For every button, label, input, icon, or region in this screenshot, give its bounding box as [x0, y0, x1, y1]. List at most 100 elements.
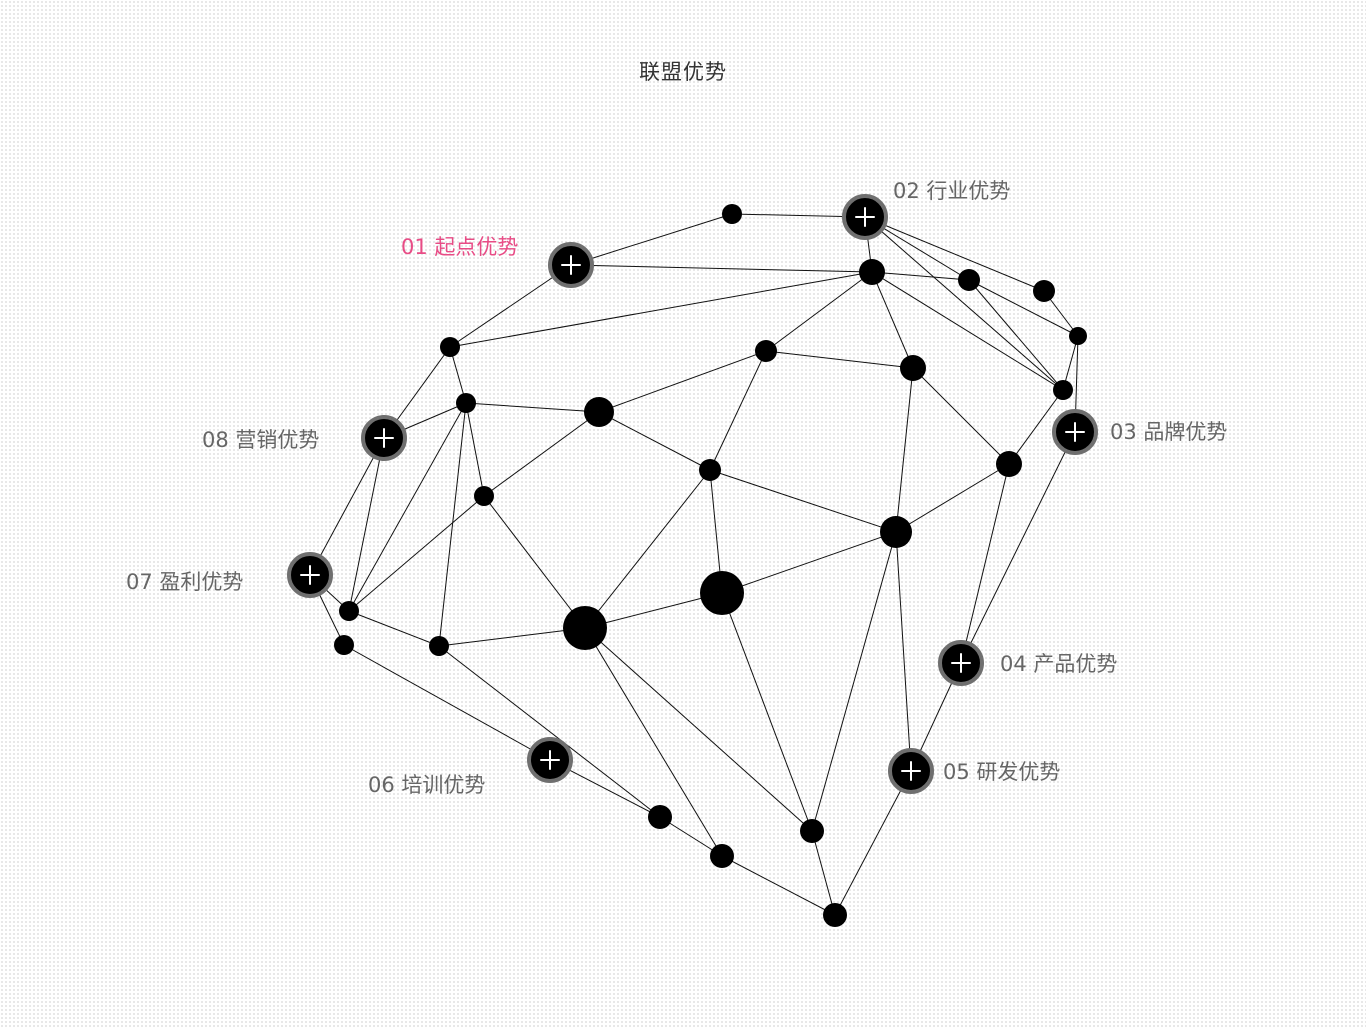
- feature-node-07[interactable]: 07 盈利优势: [126, 552, 333, 598]
- graph-node: [648, 805, 672, 829]
- edge-line: [709, 469, 897, 533]
- edge-line: [438, 627, 586, 647]
- plus-icon: [561, 255, 581, 275]
- edge-line: [709, 350, 767, 471]
- feature-label: 07 盈利优势: [126, 570, 243, 594]
- feature-node-04[interactable]: 04 产品优势: [938, 640, 1117, 686]
- edge-line: [721, 592, 813, 832]
- feature-label: 05 研发优势: [943, 760, 1060, 784]
- edge-line: [309, 437, 385, 576]
- edge-line: [348, 402, 467, 612]
- graph-node: [800, 819, 824, 843]
- edge-line: [584, 627, 813, 832]
- edge-line: [811, 830, 836, 916]
- feature-node-03[interactable]: 03 品牌优势: [1052, 409, 1227, 455]
- plus-icon: [374, 428, 394, 448]
- feature-label: 01 起点优势: [401, 235, 518, 259]
- edge-line: [811, 531, 897, 832]
- edge-line: [598, 350, 767, 413]
- edge-line: [483, 411, 600, 497]
- edge-line: [570, 264, 873, 273]
- edge-line: [465, 402, 485, 497]
- plus-icon: [855, 207, 875, 227]
- graph-node: [755, 340, 777, 362]
- feature-layer: 01 起点优势 02 行业优势 03 品牌优势 04 产品优势 05 研发优势 06 培训…: [126, 179, 1227, 797]
- edge-line: [765, 271, 873, 352]
- plus-icon: [1065, 422, 1085, 442]
- graph-node: [1069, 327, 1087, 345]
- plus-icon: [300, 565, 320, 585]
- edge-line: [895, 463, 1010, 533]
- graph-node: [823, 903, 847, 927]
- edge-line: [871, 271, 970, 281]
- edge-line: [864, 216, 1045, 292]
- edge-layer: [309, 213, 1079, 916]
- edge-line: [348, 610, 440, 647]
- feature-node-05[interactable]: 05 研发优势: [888, 748, 1060, 794]
- graph-node: [996, 451, 1022, 477]
- graph-node: [456, 393, 476, 413]
- edge-line: [659, 816, 723, 857]
- edge-line: [584, 592, 723, 629]
- graph-node: [700, 571, 744, 615]
- edge-line: [465, 402, 600, 413]
- graph-node: [429, 636, 449, 656]
- edge-line: [864, 216, 1064, 391]
- edge-line: [960, 463, 1010, 664]
- plus-icon: [951, 653, 971, 673]
- edge-line: [449, 271, 873, 348]
- edge-line: [438, 402, 467, 647]
- edge-line: [584, 627, 723, 857]
- graph-node: [440, 337, 460, 357]
- edge-line: [343, 644, 551, 761]
- edge-line: [438, 645, 661, 818]
- graph-node: [722, 204, 742, 224]
- edge-line: [871, 271, 1064, 391]
- edge-line: [765, 350, 914, 369]
- feature-node-02[interactable]: 02 行业优势: [842, 179, 1010, 240]
- graph-node: [880, 516, 912, 548]
- graph-node: [710, 844, 734, 868]
- feature-label: 08 营销优势: [202, 428, 319, 452]
- edge-line: [348, 437, 385, 612]
- feature-label: 03 品牌优势: [1110, 420, 1227, 444]
- feature-node-01[interactable]: 01 起点优势: [401, 235, 594, 288]
- edge-line: [348, 495, 485, 612]
- edge-line: [960, 431, 1076, 664]
- feature-node-08[interactable]: 08 营销优势: [202, 415, 407, 461]
- graph-node: [339, 601, 359, 621]
- graph-node: [958, 269, 980, 291]
- feature-label: 04 产品优势: [1000, 652, 1117, 676]
- edge-line: [449, 264, 572, 348]
- edge-line: [895, 531, 912, 772]
- plus-icon: [540, 750, 560, 770]
- edge-line: [895, 367, 914, 533]
- edge-line: [721, 531, 897, 594]
- graph-node: [699, 459, 721, 481]
- graph-node: [584, 397, 614, 427]
- page-title: 联盟优势: [639, 60, 727, 84]
- edge-line: [834, 770, 912, 916]
- node-layer: [334, 204, 1087, 927]
- feature-label: 02 行业优势: [893, 179, 1010, 203]
- edge-line: [570, 213, 733, 266]
- edge-line: [598, 411, 711, 471]
- graph-node: [1053, 380, 1073, 400]
- edge-line: [968, 279, 1064, 391]
- graph-node: [900, 355, 926, 381]
- graph-node: [334, 635, 354, 655]
- plus-icon: [901, 761, 921, 781]
- feature-label: 06 培训优势: [368, 773, 485, 797]
- edge-line: [721, 855, 836, 916]
- edge-line: [871, 271, 914, 369]
- graph-node: [859, 259, 885, 285]
- graph-node: [1033, 280, 1055, 302]
- edge-line: [968, 279, 1079, 337]
- edge-line: [584, 469, 711, 629]
- edge-line: [912, 367, 1010, 465]
- graph-node: [474, 486, 494, 506]
- feature-node-06[interactable]: 06 培训优势: [368, 737, 573, 797]
- edge-line: [1008, 389, 1064, 465]
